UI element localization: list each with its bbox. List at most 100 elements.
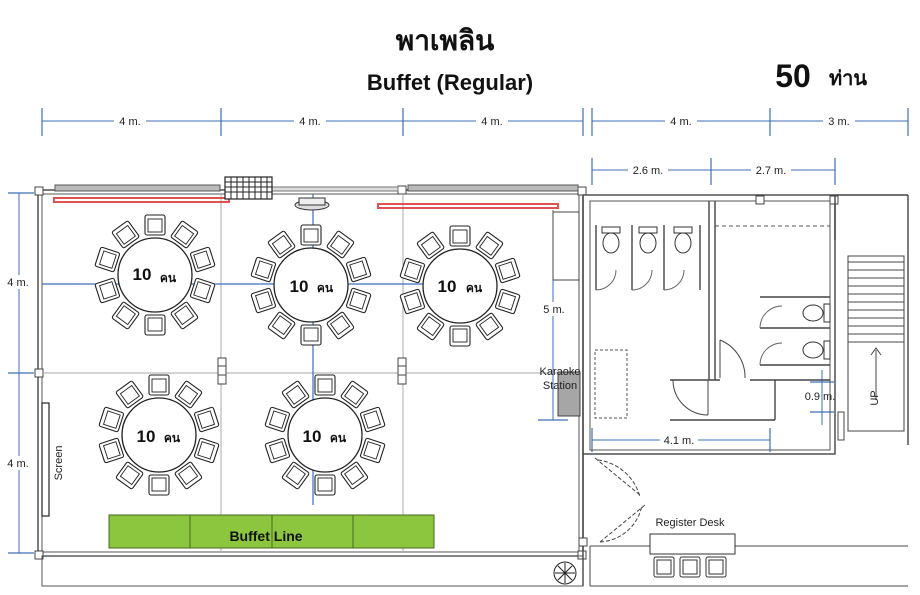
table-4-number: 10 [137, 427, 156, 446]
table-3: 10 คน [399, 225, 521, 347]
buffet-line: Buffet Line [108, 514, 435, 549]
chair-icon [115, 380, 144, 409]
table-4-unit: คน [164, 431, 181, 445]
dim-left-upper: 4 m. [7, 277, 28, 289]
chair-icon [340, 461, 369, 490]
round-tables: 10 คน 10 คน 10 คน 10 คน 10 คน [94, 214, 521, 496]
chair-icon [189, 277, 216, 304]
capacity-unit: ท่าน [829, 66, 867, 90]
toilet-icon [638, 226, 658, 254]
restroom-stalls-left [595, 225, 701, 291]
chair-icon [345, 256, 372, 283]
top-dimension-line: 4 m. 4 m. 4 m. 4 m. 3 m. [41, 108, 909, 136]
chair-icon [345, 287, 372, 314]
chair-icon [314, 474, 336, 496]
left-dimension-line: 4 m. 4 m. [4, 192, 34, 554]
projector-icon [294, 197, 330, 211]
chair-icon [326, 311, 355, 340]
stairs-up-label: UP [869, 390, 881, 405]
chair-icon [705, 556, 727, 578]
toilet-icon [601, 226, 621, 254]
annex-width-dimension: 4.1 m. [591, 428, 771, 452]
chair-icon [94, 277, 121, 304]
chair-icon [399, 257, 426, 284]
dim-top-stair: 3 m. [828, 116, 849, 128]
table-5-unit: คน [330, 431, 347, 445]
dim-door: 0.9 m. [805, 391, 836, 403]
karaoke-station: Karaoke Station [540, 211, 581, 417]
plant-icon [553, 561, 577, 585]
screen-label: Screen [53, 446, 65, 481]
chair-icon [359, 437, 386, 464]
toilet-icon [802, 340, 831, 360]
top-windows [54, 184, 579, 192]
dim-restroom-right: 2.7 m. [756, 165, 787, 177]
restroom-dimension-line: 2.6 m. 2.7 m. [591, 158, 836, 185]
chair-icon [148, 374, 170, 396]
chair-icon [250, 287, 277, 314]
chair-icon [449, 325, 471, 347]
chair-icon [653, 556, 675, 578]
chair-icon [94, 246, 121, 273]
chair-icon [174, 461, 203, 490]
chair-icon [98, 406, 125, 433]
chair-icon [267, 311, 296, 340]
door-dimension: 0.9 m. [805, 370, 836, 425]
chair-icon [340, 380, 369, 409]
capacity-number: 50 [775, 58, 811, 94]
dim-annex-depth: 5 m. [543, 304, 564, 316]
table-3-number: 10 [438, 277, 457, 296]
chair-icon [144, 214, 166, 236]
chair-icon [193, 437, 220, 464]
chair-icon [189, 246, 216, 273]
table-2-unit: คน [317, 281, 334, 295]
chair-icon [359, 406, 386, 433]
chair-icon [264, 406, 291, 433]
chair-icon [449, 225, 471, 247]
chair-icon [170, 220, 199, 249]
register-desk-label: Register Desk [655, 517, 725, 529]
chair-icon [281, 461, 310, 490]
dim-left-lower: 4 m. [7, 458, 28, 470]
chair-icon [326, 230, 355, 259]
chair-icon [679, 556, 701, 578]
register-desk: Register Desk [649, 517, 736, 578]
chair-icon [416, 312, 445, 341]
vent-grille [224, 176, 273, 200]
chair-icon [494, 257, 521, 284]
dim-top-2: 4 m. [299, 116, 320, 128]
chair-icon [494, 288, 521, 315]
chair-icon [148, 474, 170, 496]
buffet-line-label: Buffet Line [229, 528, 302, 544]
chair-icon [111, 220, 140, 249]
chair-icon [300, 224, 322, 246]
annex-walls [582, 194, 839, 455]
table-1-number: 10 [133, 265, 152, 284]
staircase: UP [834, 194, 909, 445]
dim-top-1: 4 m. [119, 116, 140, 128]
chair-icon [98, 437, 125, 464]
restroom-stalls-right [759, 296, 831, 366]
table-5: 10 คน [264, 374, 386, 496]
chair-icon [111, 301, 140, 330]
dim-annex-width: 4.1 m. [664, 435, 695, 447]
table-1-unit: คน [160, 271, 177, 285]
capacity: 50 ท่าน [775, 58, 867, 94]
karaoke-label-2: Station [543, 380, 577, 392]
table-3-unit: คน [466, 281, 483, 295]
chair-icon [170, 301, 199, 330]
chair-icon [314, 374, 336, 396]
chair-icon [250, 256, 277, 283]
table-4: 10 คน [98, 374, 220, 496]
package-title: Buffet (Regular) [367, 70, 533, 95]
chair-icon [174, 380, 203, 409]
chair-icon [193, 406, 220, 433]
chair-icon [264, 437, 291, 464]
toilet-icon [673, 226, 693, 254]
speaker-stands [217, 357, 407, 385]
entrance-doors [578, 455, 908, 587]
chair-icon [281, 380, 310, 409]
table-2-number: 10 [290, 277, 309, 296]
screen: Screen [41, 402, 65, 517]
